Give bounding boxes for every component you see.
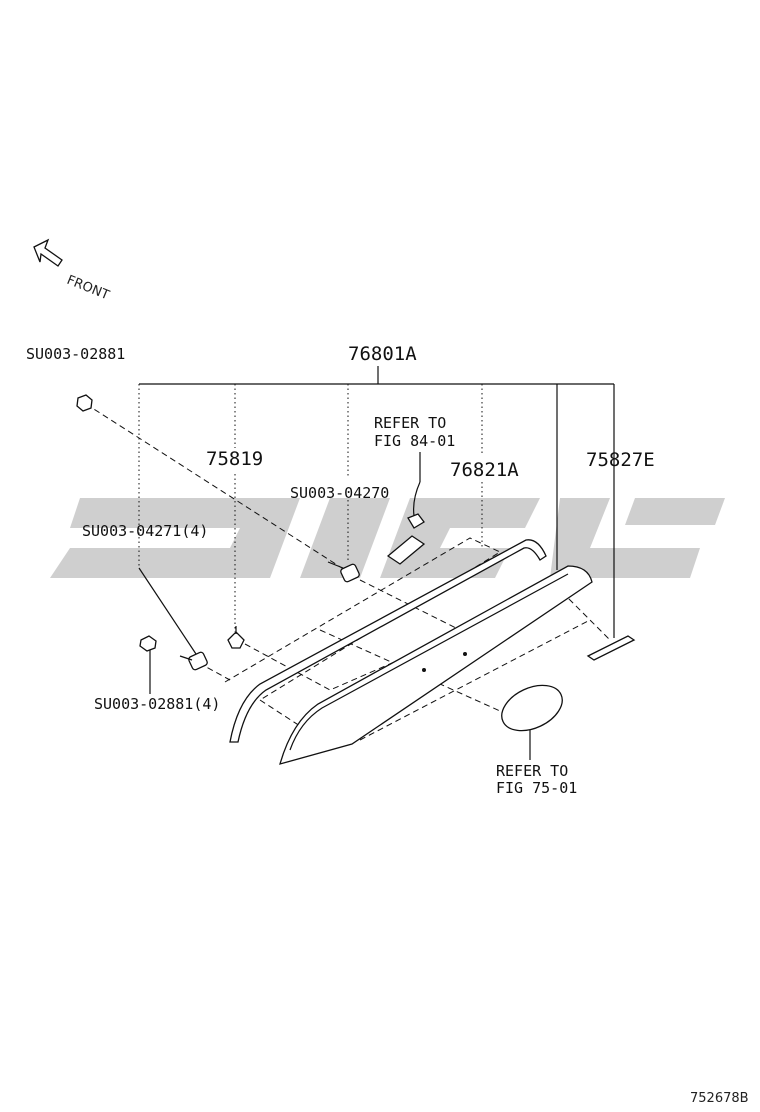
refer-84-line1: REFER TO: [374, 414, 446, 432]
nut-top-label: SU003-02881: [26, 345, 125, 363]
refer-75-line2: FIG 75-01: [496, 779, 577, 797]
bolt-center-label: SU003-04270: [290, 484, 389, 502]
front-label: FRONT: [65, 273, 112, 304]
lamp-housing-part: [279, 565, 593, 765]
bolt-center-part: [327, 561, 360, 583]
front-arrow-icon: [33, 238, 63, 267]
garnish-label: 76821A: [450, 459, 519, 481]
socket-bulb-part: [386, 481, 426, 565]
bolt-left-part: [179, 651, 208, 671]
bolt-left-leader: [138, 567, 197, 655]
gasket-label: 75827E: [586, 449, 655, 471]
clip-part: [227, 626, 245, 649]
garnish-part: [229, 539, 547, 743]
bolt-left-label: SU003-04271(4): [82, 522, 208, 540]
refer-75-line1: REFER TO: [496, 762, 568, 780]
nut-bottom-part: [139, 635, 157, 652]
figure-id-label: 752678B: [690, 1091, 749, 1106]
nut-bottom-label: SU003-02881(4): [94, 695, 220, 713]
nut-top-part: [76, 394, 93, 412]
gasket-part: [586, 635, 636, 661]
clip-label: 75819: [206, 448, 263, 470]
refer-84-line2: FIG 84-01: [374, 432, 455, 450]
lens-part: [501, 684, 563, 732]
assembly-leader: [138, 366, 615, 638]
assembly-label: 76801A: [348, 343, 417, 365]
